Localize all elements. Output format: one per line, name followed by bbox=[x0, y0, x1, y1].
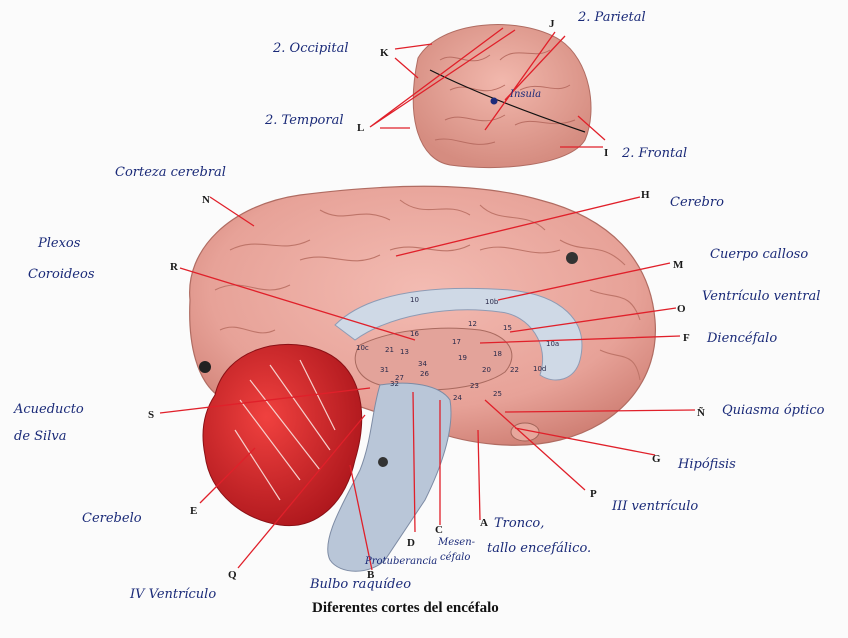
sagittal-brain bbox=[189, 185, 656, 572]
annotation-tronco-2: tallo encefálico. bbox=[487, 541, 591, 556]
label-d: D bbox=[407, 537, 415, 549]
annotation-occipital: 2. Occipital bbox=[272, 41, 349, 56]
label-g: G bbox=[652, 453, 661, 465]
label-a: A bbox=[480, 517, 488, 529]
num-31: 31 bbox=[380, 366, 389, 374]
annotation-quiasma: Quiasma óptico bbox=[722, 403, 825, 418]
num-15: 15 bbox=[503, 324, 512, 332]
label-s: S bbox=[148, 409, 154, 421]
label-m: M bbox=[673, 259, 684, 271]
main-leaders bbox=[159, 196, 696, 571]
annotation-tronco-1: Tronco, bbox=[494, 516, 544, 531]
label-h: H bbox=[641, 189, 650, 201]
annotation-mesencefalo-2: céfalo bbox=[440, 552, 470, 563]
label-i: I bbox=[604, 147, 608, 159]
num-24: 24 bbox=[453, 394, 462, 402]
annotation-tercer-ventriculo: III ventrículo bbox=[611, 499, 698, 514]
label-r: R bbox=[170, 261, 179, 273]
num-10c: 10c bbox=[356, 344, 369, 352]
top-leaders bbox=[369, 27, 606, 148]
num-10: 10 bbox=[410, 296, 419, 304]
num-12: 12 bbox=[468, 320, 477, 328]
num-10d: 10d bbox=[533, 365, 546, 373]
label-p: P bbox=[590, 488, 597, 500]
figure-caption: Diferentes cortes del encéfalo bbox=[312, 600, 499, 616]
annotation-acueducto-1: Acueducto bbox=[13, 402, 84, 417]
label-e: E bbox=[190, 505, 197, 517]
annotation-plexos-2: Coroideos bbox=[28, 267, 95, 282]
annotation-temporal: 2. Temporal bbox=[264, 113, 344, 128]
num-19: 19 bbox=[458, 354, 467, 362]
num-21: 21 bbox=[385, 346, 394, 354]
num-18: 18 bbox=[493, 350, 502, 358]
label-n-tilde: Ñ bbox=[697, 407, 705, 419]
num-34: 34 bbox=[418, 360, 427, 368]
annotation-insula: Insula bbox=[509, 89, 541, 100]
annotation-frontal: 2. Frontal bbox=[621, 146, 687, 161]
annotation-protuberancia: Protuberancia bbox=[364, 556, 437, 567]
label-b: B bbox=[367, 569, 375, 581]
num-27: 27 bbox=[395, 374, 404, 382]
label-n: N bbox=[202, 194, 210, 206]
annotation-plexos-1: Plexos bbox=[37, 236, 81, 251]
annotation-acueducto-2: de Silva bbox=[14, 429, 66, 444]
label-o: O bbox=[677, 303, 686, 315]
annotation-parietal: 2. Parietal bbox=[577, 10, 646, 25]
num-26: 26 bbox=[420, 370, 429, 378]
annotation-iv-ventriculo: IV Ventrículo bbox=[129, 587, 216, 602]
annotation-hipofisis: Hipófisis bbox=[677, 457, 736, 472]
label-f: F bbox=[683, 332, 690, 344]
label-c: C bbox=[435, 524, 443, 536]
num-17: 17 bbox=[452, 338, 461, 346]
lateral-brain-view bbox=[412, 24, 592, 169]
num-10b: 10b bbox=[485, 298, 499, 306]
num-13: 13 bbox=[400, 348, 409, 356]
label-j: J bbox=[549, 18, 555, 30]
num-16: 16 bbox=[410, 330, 419, 338]
num-32: 32 bbox=[390, 380, 399, 388]
annotation-cerebelo: Cerebelo bbox=[82, 511, 142, 526]
num-25: 25 bbox=[493, 390, 502, 398]
structure-numbers: 10 10b 10c 10a 10d 12 13 15 16 17 18 19 … bbox=[356, 296, 559, 402]
annotation-diencefalo: Diencéfalo bbox=[706, 331, 777, 346]
num-22: 22 bbox=[510, 366, 519, 374]
label-q: Q bbox=[228, 569, 237, 581]
num-23: 23 bbox=[470, 382, 479, 390]
label-k: K bbox=[380, 47, 389, 59]
annotation-cuerpo-calloso: Cuerpo calloso bbox=[710, 247, 808, 262]
num-10a: 10a bbox=[546, 340, 559, 348]
annotation-mesencefalo-1: Mesen- bbox=[437, 537, 476, 548]
annotation-corteza: Corteza cerebral bbox=[115, 165, 226, 180]
annotation-bulbo: Bulbo raquídeo bbox=[309, 577, 411, 592]
label-l: L bbox=[357, 122, 364, 134]
annotation-ventriculo-lateral: Ventrículo ventral bbox=[702, 289, 820, 304]
num-20: 20 bbox=[482, 366, 491, 374]
annotation-cerebro: Cerebro bbox=[670, 195, 724, 210]
